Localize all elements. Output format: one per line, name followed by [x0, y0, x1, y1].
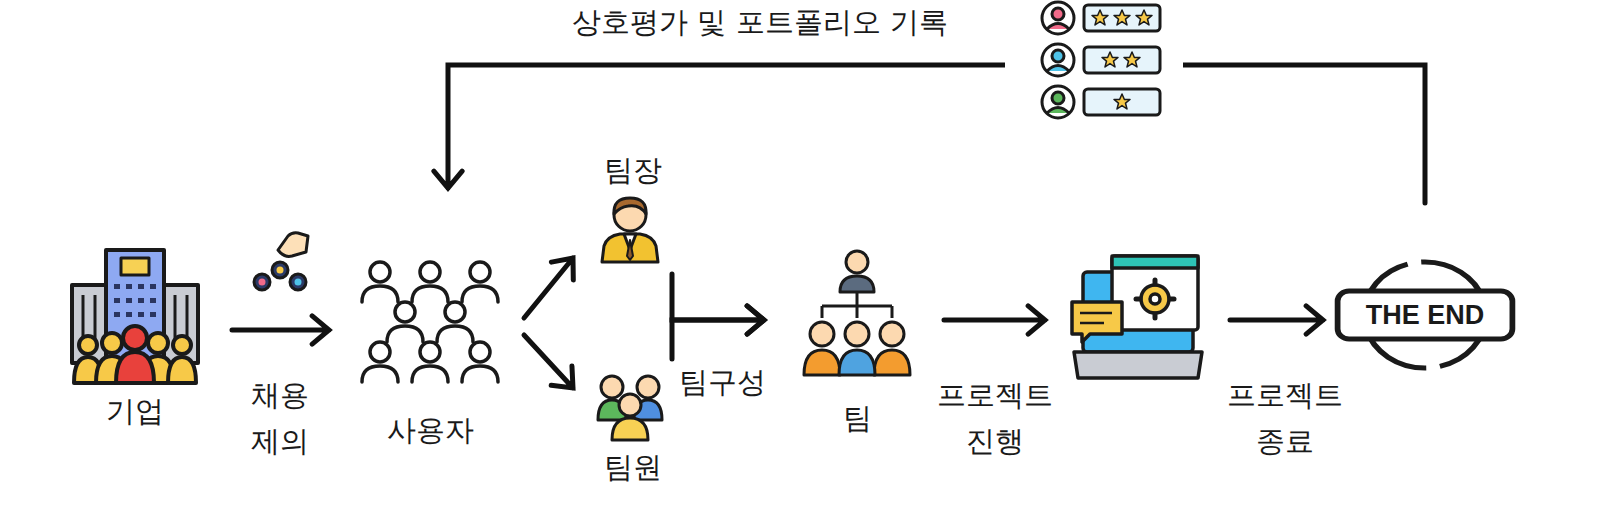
edge-label: 채용 제의	[235, 372, 325, 464]
edge-label: 프로젝트 종료	[1215, 372, 1355, 464]
coin-icon	[254, 233, 308, 290]
member-node: 팀원	[581, 365, 684, 490]
node-label: 기업	[56, 391, 214, 431]
node-label: 팀	[786, 398, 929, 438]
edge-label: 프로젝트 진행	[925, 372, 1065, 464]
laptop-icon	[1072, 256, 1202, 378]
badge-text: THE END	[1333, 258, 1517, 372]
users-node: 사용자	[351, 260, 509, 452]
flow-arrow	[524, 258, 573, 318]
node-label: 팀원	[581, 447, 684, 487]
rating-icon	[1005, 0, 1183, 125]
flow-arrow	[232, 316, 329, 344]
project-node	[1065, 250, 1205, 385]
flow-arrow	[672, 306, 764, 359]
members-icon	[598, 376, 662, 440]
edge-label: 팀구성	[667, 362, 777, 402]
team-node: 팀	[786, 240, 929, 438]
team-icon	[804, 251, 910, 375]
flow-arrow	[672, 274, 764, 334]
flow-arrow	[434, 65, 1425, 203]
leader-node: 팀장	[581, 150, 684, 268]
end-badge: THE END	[1333, 258, 1517, 372]
users-icon	[362, 262, 498, 382]
node-label: 사용자	[351, 410, 509, 450]
flow-arrow	[944, 306, 1045, 334]
company-node: 기업	[56, 245, 214, 435]
flow-arrow	[524, 335, 573, 388]
edge-label: 상호평가 및 포트폴리오 기록	[480, 2, 1040, 42]
flow-arrow	[1230, 306, 1323, 334]
company-icon	[72, 250, 198, 383]
leader-icon	[602, 198, 658, 262]
node-label: 팀장	[581, 150, 684, 190]
